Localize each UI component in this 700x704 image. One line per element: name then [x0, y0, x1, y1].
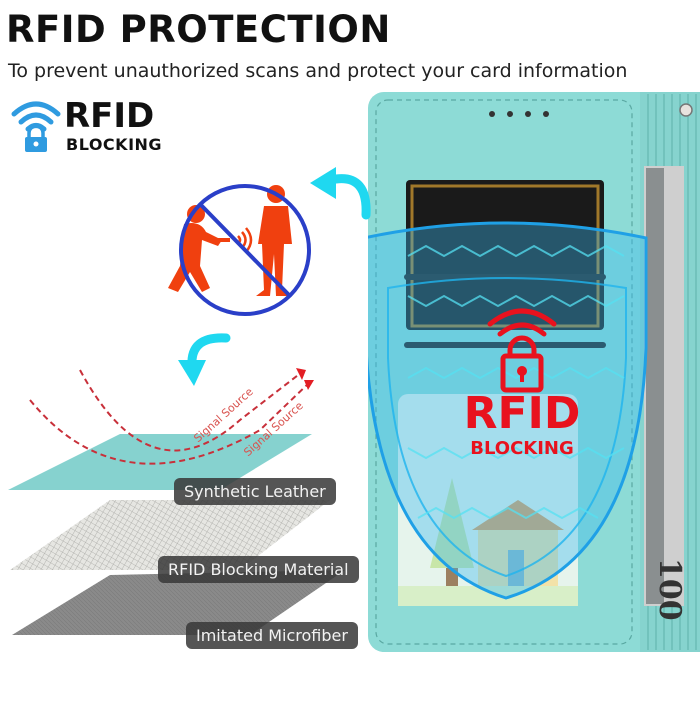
wallet-illustration: 100 [362, 88, 700, 700]
shield-title: RFID [463, 388, 581, 439]
layer-label-imitated-microfiber: Imitated Microfiber [186, 622, 358, 649]
material-layers [8, 368, 345, 635]
page-subtitle: To prevent unauthorized scans and protec… [8, 60, 628, 82]
layer-label-synthetic-leather: Synthetic Leather [174, 478, 336, 505]
page-title: RFID PROTECTION [6, 8, 391, 51]
layer-label-rfid-blocking-material: RFID Blocking Material [158, 556, 359, 583]
shield-lock-icon [487, 308, 557, 393]
wifi-lock-icon [11, 101, 61, 152]
curved-arrow-icon [310, 167, 371, 220]
no-skimming-icon [168, 184, 311, 316]
shield-subtitle: BLOCKING [470, 438, 574, 459]
curved-arrow-icon [178, 333, 231, 386]
banknote-denomination: 100 [652, 558, 687, 621]
badge-subtitle: BLOCKING [66, 135, 163, 154]
wallet-graphic: 100 [362, 92, 700, 652]
rfid-blocking-badge [8, 94, 188, 154]
badge-title: RFID [64, 96, 155, 136]
